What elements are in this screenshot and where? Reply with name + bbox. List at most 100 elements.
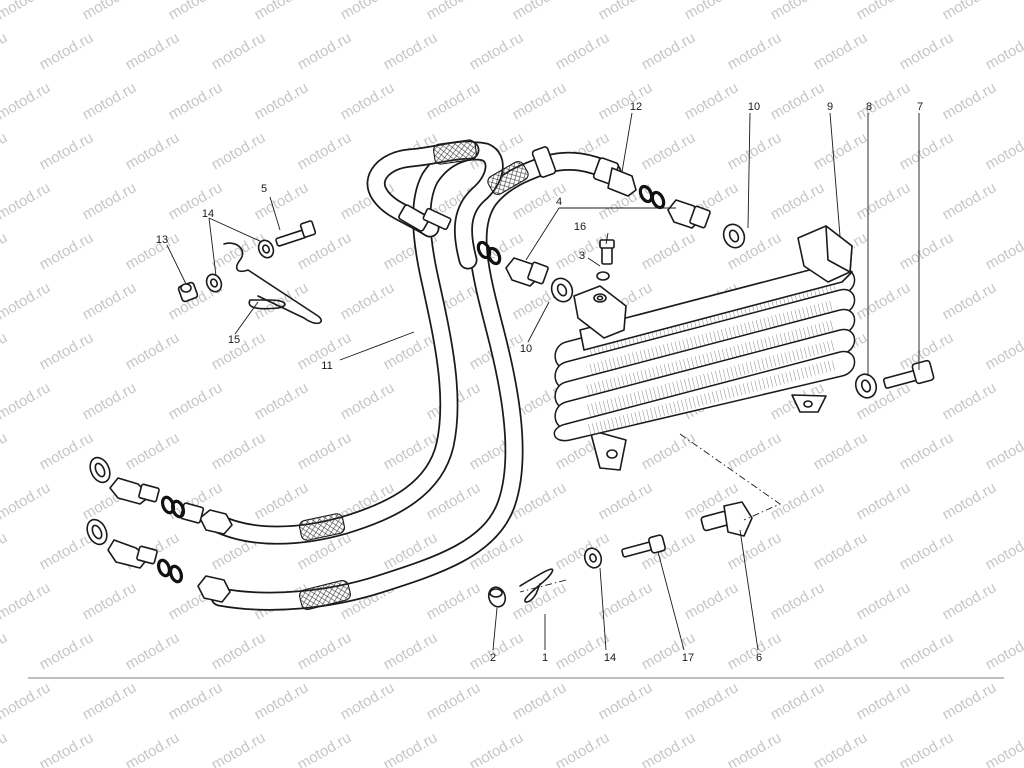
screw-7: [882, 359, 935, 389]
watermark-text: motod.ru: [209, 629, 269, 673]
watermark-text: motod.ru: [0, 479, 53, 523]
screw-5: [275, 220, 317, 247]
watermark-text: motod.ru: [37, 529, 97, 573]
watermark-text: motod.ru: [596, 79, 656, 123]
hose-mesh-sleeve: [433, 139, 477, 165]
watermark-text: motod.ru: [166, 0, 226, 23]
hose-mesh-sleeve: [298, 513, 346, 541]
watermark-text: motod.ru: [553, 729, 613, 768]
watermark-text: motod.ru: [80, 279, 140, 323]
watermark-text: motod.ru: [725, 529, 785, 573]
watermark-text: motod.ru: [983, 529, 1024, 573]
watermark-text: motod.ru: [0, 379, 53, 423]
watermark-text: motod.ru: [0, 629, 10, 673]
watermark-text: motod.ru: [0, 729, 10, 768]
watermark-text: motod.ru: [252, 479, 312, 523]
watermark-text: motod.ru: [725, 629, 785, 673]
watermark-text: motod.ru: [639, 129, 699, 173]
watermark-text: motod.ru: [940, 79, 1000, 123]
clip-bracket-15: [223, 242, 322, 325]
watermark-text: motod.ru: [510, 0, 570, 23]
watermark-text: motod.ru: [209, 29, 269, 73]
watermark-text: motod.ru: [725, 129, 785, 173]
watermark-text: motod.ru: [510, 79, 570, 123]
callout-labels: 1 2 3 4 5 6 7 8 9 10 10 11 12 13 14 14 1…: [156, 101, 923, 664]
watermark-text: motod.ru: [596, 479, 656, 523]
watermark-text: motod.ru: [37, 429, 97, 473]
callout-13: 13: [156, 234, 168, 246]
watermark-text: motod.ru: [940, 179, 1000, 223]
washer-14-right: [257, 239, 275, 259]
watermark-text: motod.ru: [940, 379, 1000, 423]
callout-15: 15: [228, 334, 240, 346]
watermark-text: motod.ru: [166, 79, 226, 123]
watermark-text: motod.ru: [897, 529, 957, 573]
watermark-text: motod.ru: [295, 429, 355, 473]
watermark-text: motod.ru: [682, 79, 742, 123]
watermark-text: motod.ru: [0, 279, 53, 323]
watermark-text: motod.ru: [983, 229, 1024, 273]
callout-2: 2: [490, 652, 496, 664]
watermark-text: motod.ru: [854, 479, 914, 523]
watermark-text: motod.ru: [983, 329, 1024, 373]
watermark-text: motod.ru: [37, 729, 97, 768]
watermark-text: motod.ru: [424, 579, 484, 623]
watermark-text: motod.ru: [80, 679, 140, 723]
watermark-text: motod.ru: [854, 279, 914, 323]
watermark-text: motod.ru: [123, 229, 183, 273]
watermark-text: motod.ru: [80, 79, 140, 123]
callout-10-lower: 10: [520, 343, 532, 355]
adapter-union-4-upper: [667, 199, 711, 229]
callout-1: 1: [542, 652, 548, 664]
callout-6: 6: [756, 652, 762, 664]
watermark-text: motod.ru: [983, 429, 1024, 473]
watermark-text: motod.ru: [854, 179, 914, 223]
watermark-text: motod.ru: [0, 0, 53, 23]
callout-16: 16: [574, 221, 586, 233]
washer-14-bottom: [583, 547, 603, 569]
watermark-text: motod.ru: [854, 0, 914, 23]
watermark-text: motod.ru: [768, 579, 828, 623]
callout-3: 3: [579, 250, 585, 262]
callout-12: 12: [630, 101, 642, 113]
hose-mesh-sleeve: [487, 160, 529, 196]
watermark-text: motod.ru: [811, 629, 871, 673]
watermark-text: motod.ru: [897, 29, 957, 73]
watermark-text: motod.ru: [940, 479, 1000, 523]
watermark-text: motod.ru: [424, 79, 484, 123]
watermark-text: motod.ru: [467, 29, 527, 73]
watermark-text: motod.ru: [80, 379, 140, 423]
watermark-text: motod.ru: [338, 379, 398, 423]
washer-14-left: [205, 273, 223, 293]
washer-8: [854, 373, 878, 399]
watermark-text: motod.ru: [0, 579, 53, 623]
watermark-text: motod.ru: [338, 679, 398, 723]
watermark-text: motod.ru: [940, 0, 1000, 23]
watermark-text: motod.ru: [252, 79, 312, 123]
watermark-text: motod.ru: [37, 629, 97, 673]
watermark-text: motod.ru: [0, 679, 53, 723]
o-ring-set-upper: [638, 184, 666, 210]
assembly-guide-line: [679, 433, 781, 521]
watermark-text: motod.ru: [983, 729, 1024, 768]
callout-8: 8: [866, 101, 872, 113]
watermark-text: motod.ru: [80, 579, 140, 623]
watermark-text: motod.ru: [639, 729, 699, 768]
assembly-guide-line: [519, 579, 567, 593]
screw-17: [621, 534, 666, 558]
watermark-text: motod.ru: [338, 0, 398, 23]
nut-2: [487, 586, 507, 608]
watermark-text: motod.ru: [467, 729, 527, 768]
watermark-text: motod.ru: [209, 729, 269, 768]
watermark-text: motod.ru: [381, 629, 441, 673]
watermark-text: motod.ru: [252, 679, 312, 723]
watermark-text: motod.ru: [166, 179, 226, 223]
watermark-text: motod.ru: [0, 179, 53, 223]
watermark-text: motod.ru: [80, 179, 140, 223]
watermark-text: motod.ru: [123, 29, 183, 73]
watermark-text: motod.ru: [0, 529, 10, 573]
watermark-text: motod.ru: [338, 279, 398, 323]
watermark-text: motod.ru: [897, 129, 957, 173]
watermark-text: motod.ru: [37, 129, 97, 173]
